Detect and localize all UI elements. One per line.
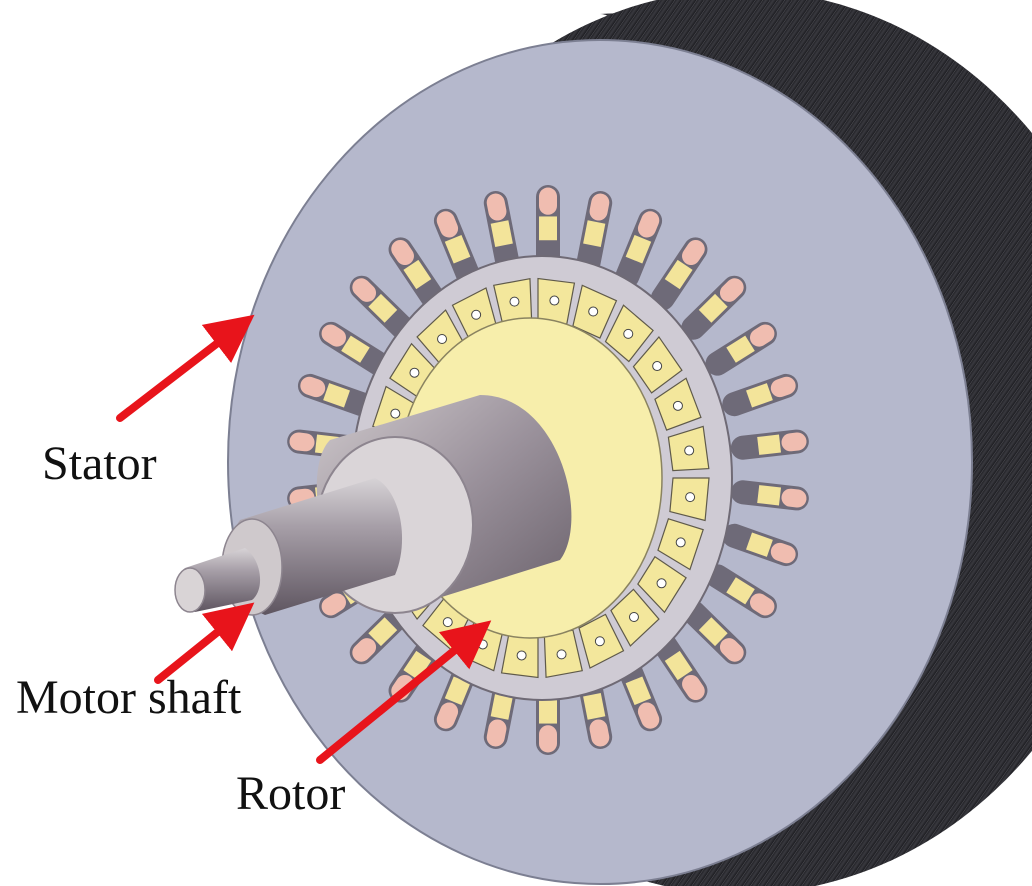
- motor-shaft: [174, 395, 572, 616]
- stator-label: Stator: [42, 437, 157, 490]
- rotor-segment-hole: [471, 309, 482, 320]
- stator-slot-coil: [319, 321, 391, 376]
- rotor-segment-hole: [588, 306, 599, 317]
- stator-slot-coil: [349, 275, 415, 340]
- stator-slot-coil: [730, 429, 809, 460]
- rotor-segment-hole: [409, 367, 420, 378]
- rotor-segment-hole: [437, 333, 448, 344]
- rotor-segment-hole: [549, 295, 560, 306]
- stator-slot-coil: [576, 191, 613, 275]
- rotor-segment-hole: [656, 578, 667, 589]
- stator-slot-coil: [681, 600, 747, 665]
- rotor-segment-hole: [509, 296, 520, 307]
- rotor-segment-hole: [516, 650, 527, 661]
- stator-slot-coil: [297, 373, 374, 417]
- stator-slot-coil: [650, 237, 708, 311]
- stator-slot-coil: [483, 191, 520, 275]
- stator-arrow: [116, 314, 255, 422]
- rotor-segment-hole: [672, 400, 683, 411]
- rotor-segment-hole: [628, 612, 639, 623]
- rotor-segment-hole: [652, 361, 663, 372]
- rotor-segment-hole: [477, 639, 488, 650]
- rotor-arrow: [316, 620, 492, 764]
- stator-slot-coil: [388, 237, 446, 311]
- rotor-segment-hole: [623, 328, 634, 339]
- stator-slot-coil: [433, 208, 481, 289]
- rotor-segment-hole: [556, 649, 567, 660]
- stator-slot-coil: [730, 480, 809, 511]
- rotor-segment-hole: [675, 537, 686, 548]
- stator-slot-coil: [705, 321, 777, 376]
- stator-slot-coil: [722, 373, 799, 417]
- motor-shaft-arrow: [154, 602, 255, 684]
- motor-shaft-label: Motor shaft: [16, 671, 242, 724]
- stator-slot-coil: [615, 208, 663, 289]
- stator-slot-coil: [705, 564, 777, 619]
- rotor-segment-hole: [594, 636, 605, 647]
- rotor-label: Rotor: [236, 767, 346, 820]
- stator-slot-coil: [536, 185, 560, 270]
- stator-slot-coil: [681, 275, 747, 340]
- rotor-segment-hole: [442, 617, 453, 628]
- rotor-segment-hole: [684, 445, 695, 456]
- rotor-segment-hole: [685, 492, 696, 503]
- rotor-segment-hole: [390, 408, 401, 419]
- stator-slot-coil: [722, 523, 799, 567]
